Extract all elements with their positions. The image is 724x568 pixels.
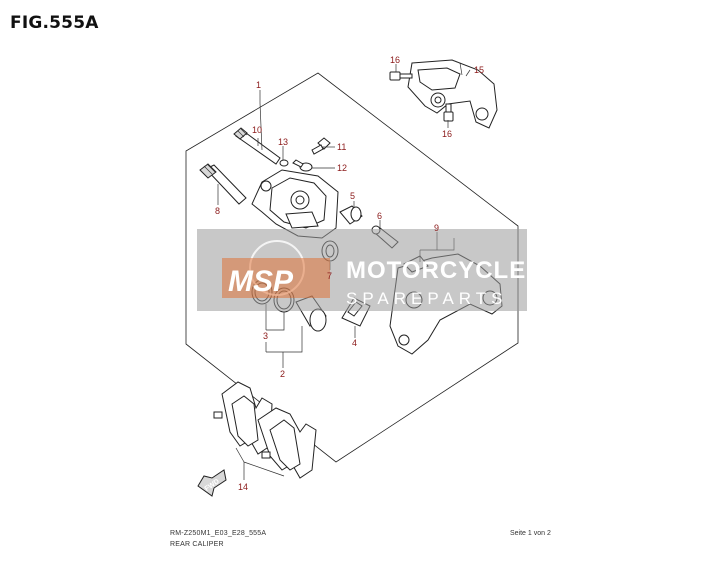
callout-5: 5: [350, 191, 355, 201]
watermark-logo-text: MSP: [228, 265, 294, 298]
callout-1: 1: [256, 80, 261, 90]
slide-pin-lower-part[interactable]: [199, 163, 247, 205]
bracket-bolt-lower-part[interactable]: [443, 103, 454, 122]
o-ring-part[interactable]: [279, 159, 289, 167]
slide-pin-upper-part[interactable]: [233, 127, 281, 165]
callout-13: 13: [278, 137, 288, 147]
watermark: MSP MOTORCYCLE SPAREPARTS: [197, 229, 527, 311]
callout-4: 4: [352, 338, 357, 348]
callout-14: 14: [238, 482, 248, 492]
callout-3: 3: [263, 331, 268, 341]
fwd-direction-arrow: FWD: [197, 469, 227, 497]
callout-15: 15: [474, 65, 484, 75]
callout-6: 6: [377, 211, 382, 221]
assembly-box-outline: [185, 72, 519, 463]
callout-8: 8: [215, 206, 220, 216]
watermark-line1: MOTORCYCLE: [346, 257, 526, 284]
caliper-bracket-part[interactable]: [407, 59, 498, 129]
pin-boot-part[interactable]: [339, 205, 363, 225]
watermark-logo-block: [222, 258, 330, 298]
callout-9: 9: [434, 223, 439, 233]
callout-16-upper: 16: [390, 55, 400, 65]
footer-figure-code: RM-Z250M1_E03_E28_555A: [170, 530, 267, 537]
bleeder-screw-part[interactable]: [311, 137, 331, 155]
figure-title: FIG.555A: [10, 13, 99, 33]
brake-pad-set-part[interactable]: [213, 381, 317, 479]
bleeder-cap-part[interactable]: [292, 159, 313, 172]
caliper-body-part[interactable]: [251, 169, 339, 239]
footer-figure-name: REAR CALIPER: [170, 541, 224, 548]
callout-10: 10: [252, 125, 262, 135]
footer-page-indicator: Seite 1 von 2: [510, 530, 551, 537]
watermark-line2: SPAREPARTS: [346, 289, 507, 308]
callout-11: 11: [337, 142, 346, 152]
bracket-bolt-upper-part[interactable]: [389, 71, 413, 81]
callout-12: 12: [337, 163, 347, 173]
callout-2: 2: [280, 369, 285, 379]
callout-16-lower: 16: [442, 129, 452, 139]
callout-7: 7: [327, 271, 332, 281]
